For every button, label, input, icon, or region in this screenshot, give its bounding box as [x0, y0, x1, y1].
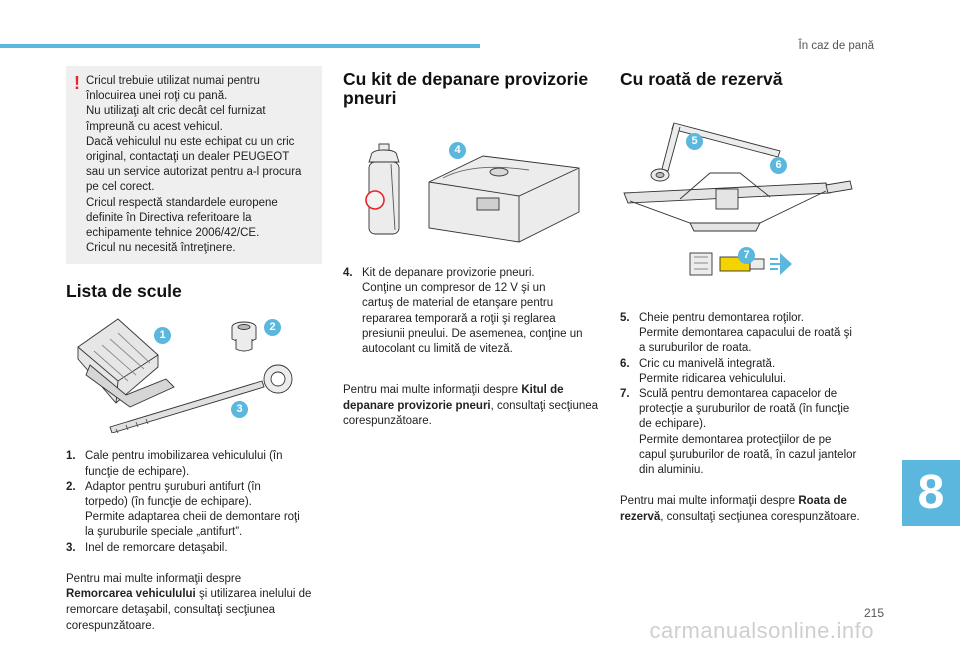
tools-drawing	[77, 318, 293, 434]
tools-list: 1. Cale pentru imobilizarea vehiculului (…	[66, 449, 322, 555]
item-number: 3.	[66, 541, 76, 554]
tools-illustration: 1 2 3	[66, 315, 322, 434]
item-text: Kit de depanare provizorie pneuri. Conţin…	[362, 266, 583, 357]
kit-note: Pentru mai multe informaţii despre Kitul…	[343, 383, 599, 430]
item-line: autocolant cu limită de viteză.	[362, 343, 513, 356]
item-line: Permite adaptarea cheii de demontare roţ…	[85, 511, 300, 524]
warning-line: original, contactaţi un dealer PEUGEOT	[86, 151, 290, 164]
item-line: Permite demontarea capacului de roată şi	[639, 327, 852, 340]
item-text: Cheie pentru demontarea roţilor. Permite …	[639, 311, 852, 357]
list-item: 1. Cale pentru imobilizarea vehiculului (…	[66, 449, 322, 479]
item-line: torpedo) (în funcţie de echipare).	[85, 496, 252, 509]
column-right: Cu roată de rezervă	[620, 66, 880, 525]
list-item: 2. Adaptor pentru şuruburi antifurt (în to…	[66, 480, 322, 541]
item-number: 5.	[620, 312, 630, 324]
tools-note-suffix: şi utilizarea inelului de remorcare deta…	[66, 588, 312, 632]
list-item: 6. Cric cu manivelă integrată. Permite rid…	[620, 357, 880, 387]
item-line: Sculă pentru demontarea capacelor de	[639, 388, 838, 401]
item-line: Inel de remorcare detaşabil.	[85, 541, 228, 554]
kit-drawing	[365, 143, 580, 243]
section-title-spare: Cu roată de rezervă	[620, 69, 783, 89]
section-title-kit: Cu kit de depanare provizorie pneuri	[343, 69, 589, 108]
item-number: 7.	[620, 388, 630, 401]
item-line: Cheie pentru demontarea roţilor.	[639, 312, 804, 324]
spare-badge-7: 7	[738, 247, 755, 264]
kit-list: 4. Kit de depanare provizorie pneuri. Conţ…	[343, 266, 599, 357]
warning-line: Cricul trebuie utilizat numai pentru	[86, 75, 260, 87]
tool-badge-1: 1	[154, 327, 171, 345]
kit-illustration: 4	[343, 142, 599, 250]
tool-badge-2: 2	[264, 319, 281, 337]
item-number: 6.	[620, 357, 630, 370]
spare-note-link: Roata de rezervă	[620, 495, 847, 523]
tools-note-link: Remorcarea vehiculului	[66, 588, 196, 601]
item-text: Cric cu manivelă integrată. Permite ridic…	[639, 357, 786, 387]
spare-note: Pentru mai multe informaţii despre Roata…	[620, 494, 880, 525]
warning-line: împreună cu acest vehicul.	[86, 120, 223, 133]
warning-icon: !	[74, 73, 80, 93]
warning-line: definite în Directiva referitoare la	[86, 211, 252, 224]
watermark: carmanualsonline.info	[649, 618, 874, 643]
spare-note-prefix: Pentru mai multe informaţii despre	[620, 495, 799, 508]
item-line: Permite demontarea protecţiilor de pe	[639, 433, 832, 446]
item-line: Conţine un compresor de 12 V şi un	[362, 282, 546, 295]
item-line: funcţie de echipare).	[85, 465, 190, 478]
warning-line: înlocuirea unei roţi cu pană.	[86, 90, 228, 103]
warning-text: Cricul trebuie utilizat numai pentru înlo…	[86, 74, 316, 256]
chapter-tab: 8	[902, 460, 960, 526]
item-number: 2.	[66, 480, 76, 493]
item-line: presiunii pneului. De asemenea, conţine …	[362, 327, 583, 340]
item-line: la şuruburile speciale „antifurt”.	[85, 526, 243, 539]
item-line: cartuş de material de etanşare pentru	[362, 297, 554, 310]
kit-note-suffix: , consultaţi secţiunea corespunzătoare.	[343, 399, 599, 428]
page-number: 215	[863, 606, 884, 620]
item-line: din aluminiu.	[639, 464, 704, 477]
item-line: capul şuruburilor de roată, în cazul jan…	[639, 448, 857, 461]
item-text: Inel de remorcare detaşabil.	[85, 541, 228, 556]
spare-note-suffix: , consultaţi secţiunea corespunzătoare.	[660, 510, 860, 523]
item-line: Permite ridicarea vehiculului.	[639, 372, 787, 385]
warning-box: ! Cricul trebuie utilizat numai pentru în…	[66, 66, 322, 265]
kit-note-link: Kitul de depanare provizorie pneuri	[343, 384, 564, 412]
item-text: Sculă pentru demontarea capacelor de prot…	[639, 387, 856, 478]
item-text: Adaptor pentru şuruburi antifurt (în torp…	[85, 480, 300, 541]
warning-line: pe cel corect.	[86, 181, 155, 194]
spare-illustration: 5 6 7	[620, 113, 880, 297]
header-accent-bar	[0, 44, 480, 48]
spare-list: 5. Cheie pentru demontarea roţilor. Permit…	[620, 311, 880, 478]
item-number: 4.	[343, 267, 353, 279]
warning-line: echipamente tehnice 2006/42/CE.	[86, 227, 260, 240]
warning-line: Cricul nu necesită întreţinere.	[86, 242, 236, 255]
item-text: Cale pentru imobilizarea vehiculului (în…	[85, 449, 283, 479]
item-line: a suruburilor de roata.	[639, 342, 752, 355]
item-number: 1.	[66, 450, 76, 463]
item-line: de echipare).	[639, 418, 707, 431]
list-item: 3. Inel de remorcare detaşabil.	[66, 541, 322, 556]
kit-note-prefix: Pentru mai multe informaţii despre	[343, 384, 522, 397]
list-item: 7. Sculă pentru demontarea capacelor de pr…	[620, 387, 880, 478]
spare-badge-6: 6	[770, 157, 787, 174]
tools-note: Pentru mai multe informaţii despre Remor…	[66, 572, 322, 634]
item-line: repararea temporară a roţii şi reglarea	[362, 312, 556, 325]
warning-line: Dacă vehiculul nu este echipat cu un cri…	[86, 135, 295, 148]
warning-line: sau un service autorizat pentru a-l proc…	[86, 166, 302, 179]
tools-note-prefix: Pentru mai multe informaţii despre	[66, 572, 242, 585]
column-left: ! Cricul trebuie utilizat numai pentru în…	[66, 66, 322, 634]
item-line: Adaptor pentru şuruburi antifurt (în	[85, 480, 261, 493]
list-item: 5. Cheie pentru demontarea roţilor. Permit…	[620, 311, 880, 357]
item-line: protecţie a şuruburilor de roată (în fun…	[639, 403, 850, 416]
warning-line: Nu utilizaţi alt cric decât cel furnizat	[86, 105, 266, 118]
list-item: 4. Kit de depanare provizorie pneuri. Conţ…	[343, 266, 599, 357]
tool-badge-3: 3	[231, 401, 248, 419]
item-line: Kit de depanare provizorie pneuri.	[362, 267, 535, 279]
warning-line: Cricul respectă standardele europene	[86, 196, 278, 209]
spare-badge-5: 5	[686, 133, 703, 150]
section-title-tools: Lista de scule	[66, 281, 182, 302]
chapter-title: În caz de pană	[798, 40, 874, 52]
item-line: Cric cu manivelă integrată.	[639, 357, 776, 370]
spare-drawing	[623, 122, 853, 276]
kit-badge-4: 4	[449, 142, 466, 159]
column-middle: Cu kit de depanare provizorie pneuri 4	[343, 66, 599, 430]
item-line: Cale pentru imobilizarea vehiculului (în	[85, 450, 283, 463]
